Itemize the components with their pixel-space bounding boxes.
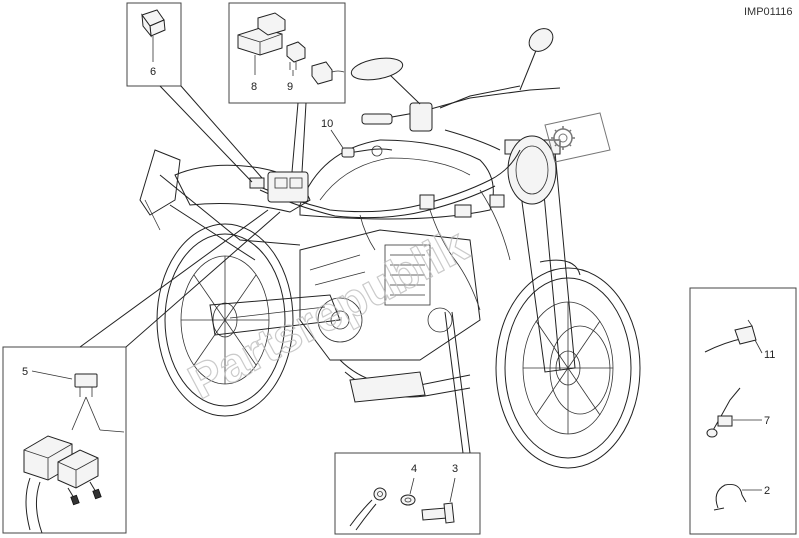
inset-box-part-5: 5 — [2, 346, 127, 534]
front-wheel — [495, 267, 641, 469]
callout-label-3: 3 — [452, 463, 458, 475]
wiring-harness — [254, 149, 521, 311]
headlight — [507, 135, 557, 205]
figure-reference-code: IMP01116 — [744, 6, 793, 18]
inset-box-parts-11-7-2: 11 7 2 — [689, 287, 797, 535]
engine — [299, 229, 481, 361]
callout-label-9: 9 — [287, 81, 293, 93]
callout-label-7: 7 — [764, 415, 770, 427]
handlebar — [361, 85, 561, 151]
inset-box-parts-3-4: 4 3 — [334, 452, 481, 535]
rear-wheel — [156, 223, 294, 417]
motorcycle-illustration — [139, 28, 641, 469]
callout-label-2: 2 — [764, 485, 770, 497]
callout-label-4: 4 — [411, 463, 417, 475]
callout-label-5: 5 — [22, 366, 28, 378]
relay-box-under-seat — [249, 171, 309, 203]
inset-box-parts-8-9: 8 9 — [228, 2, 346, 104]
callout-label-8: 8 — [251, 81, 257, 93]
swingarm — [209, 294, 341, 336]
callout-label-11: 11 — [764, 349, 775, 361]
callout-leader-10 — [330, 129, 344, 149]
inset-box-part-6: 6 — [126, 2, 182, 87]
callout-label-6: 6 — [150, 66, 156, 78]
exhaust — [339, 359, 471, 403]
gear-icon — [544, 112, 611, 163]
callout-leader-lines — [79, 85, 471, 454]
headlight-wire-connector — [341, 145, 393, 158]
callout-label-10: 10 — [321, 118, 333, 130]
mirrors — [350, 28, 554, 105]
rear-subframe — [139, 149, 301, 261]
